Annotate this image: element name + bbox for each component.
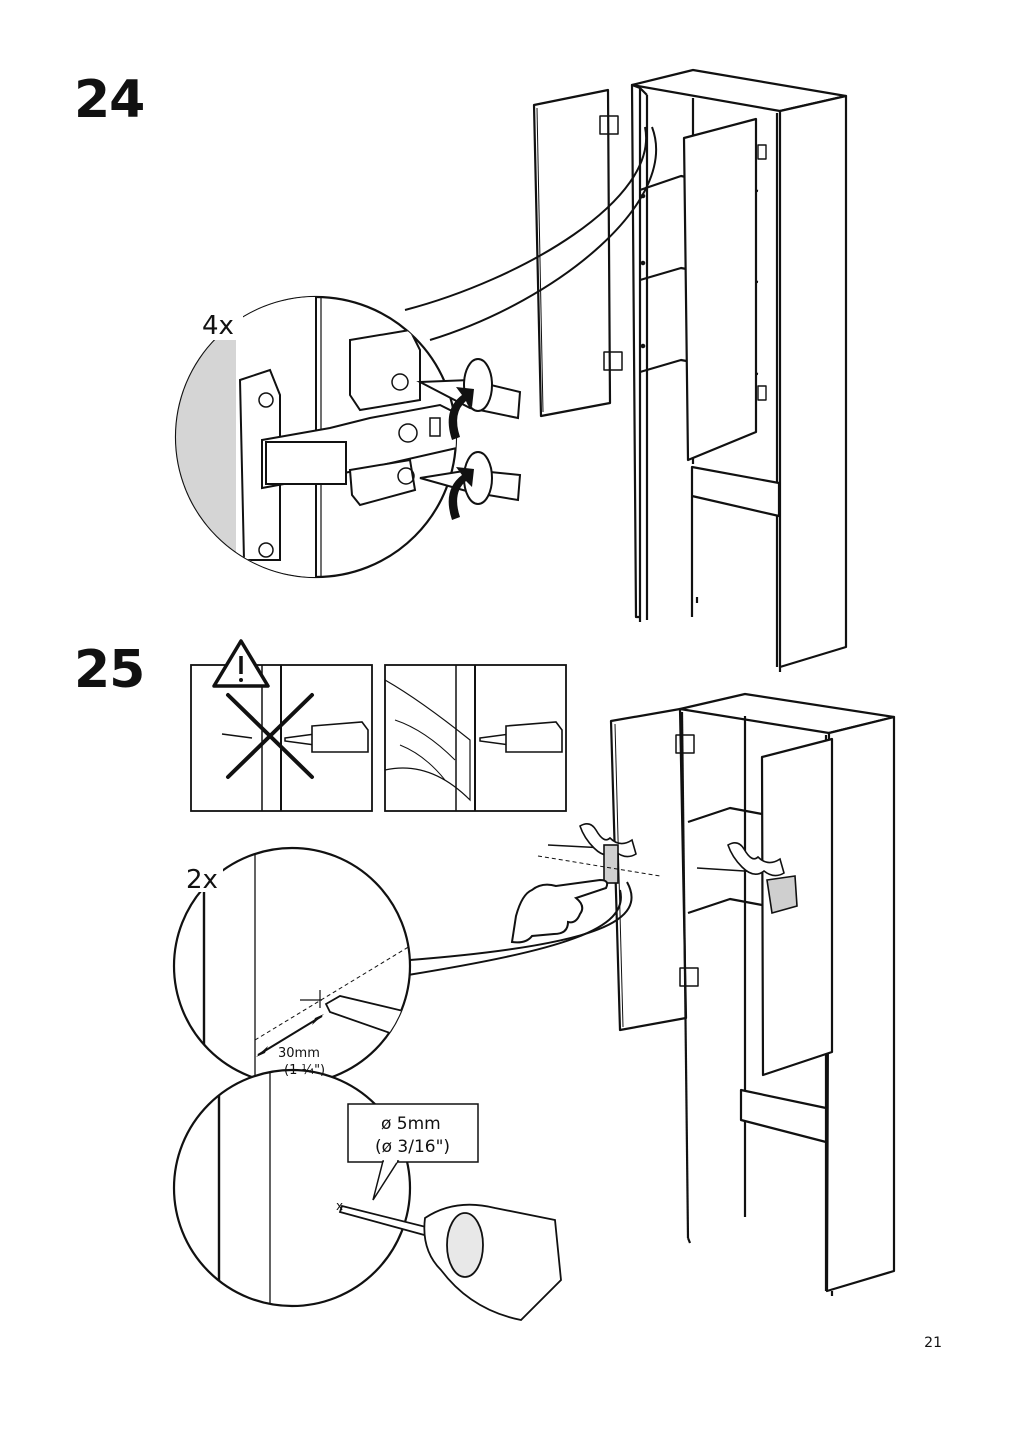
clamp-left (547, 822, 637, 884)
step-number-25: 25 (74, 640, 145, 700)
step24-quantity: 4x (202, 311, 234, 341)
svg-text:x: x (336, 1199, 343, 1213)
step25-drill-detail: x (172, 1068, 562, 1321)
prohibited-cross-icon (226, 693, 314, 779)
drill-icon (338, 1203, 562, 1321)
pointing-hand-icon (510, 878, 609, 944)
warning-triangle-icon (212, 639, 270, 688)
step-number-24: 24 (74, 70, 145, 130)
drill-size-mm: ø 5mm (381, 1114, 441, 1134)
step24-cabinet (532, 68, 848, 672)
warning-panel-right (384, 664, 567, 812)
measure-mm: 30mm (278, 1046, 320, 1061)
measure-inch: (1 ¼") (284, 1063, 325, 1078)
step25-quantity: 2x (186, 865, 218, 895)
page-number: 21 (924, 1335, 942, 1351)
step25-cabinet (609, 692, 896, 1296)
warning-panel-wrong (190, 664, 373, 812)
clamp-right (696, 841, 798, 915)
rotate-arrow-icon (448, 387, 474, 520)
drill-size-inch: (ø 3/16") (375, 1137, 450, 1157)
